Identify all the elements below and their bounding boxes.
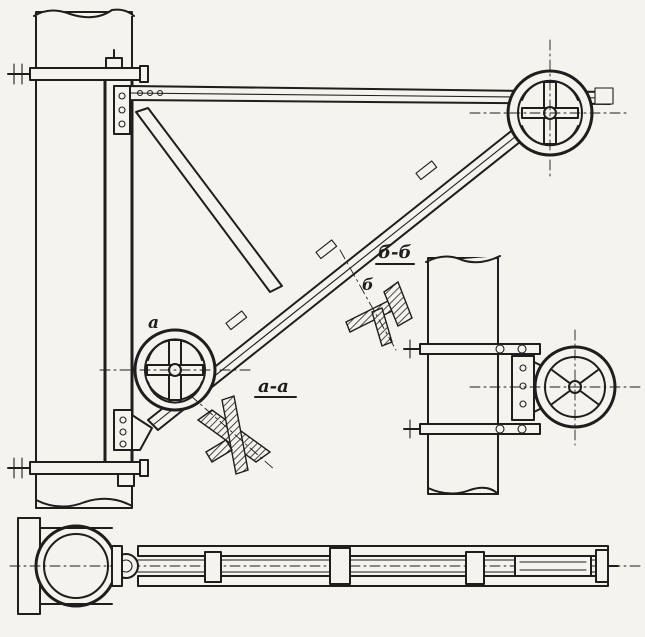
label-point-a: a xyxy=(148,313,159,333)
main-pole xyxy=(33,8,135,509)
lower-pulley xyxy=(99,328,251,412)
upper-pole-clamp xyxy=(7,49,149,85)
side-view xyxy=(403,255,641,495)
section-aa xyxy=(189,394,276,475)
top-arm xyxy=(129,85,614,105)
lower-pole-clamp xyxy=(7,457,149,487)
wall-plate xyxy=(113,85,153,451)
label-section-bb: б-б xyxy=(378,242,411,263)
label-point-b: б xyxy=(362,275,374,294)
upper-pulley xyxy=(469,39,631,181)
label-section-aa: a-a xyxy=(258,376,289,397)
section-bb xyxy=(339,249,413,351)
plan-view xyxy=(9,517,641,615)
strut xyxy=(135,107,283,293)
